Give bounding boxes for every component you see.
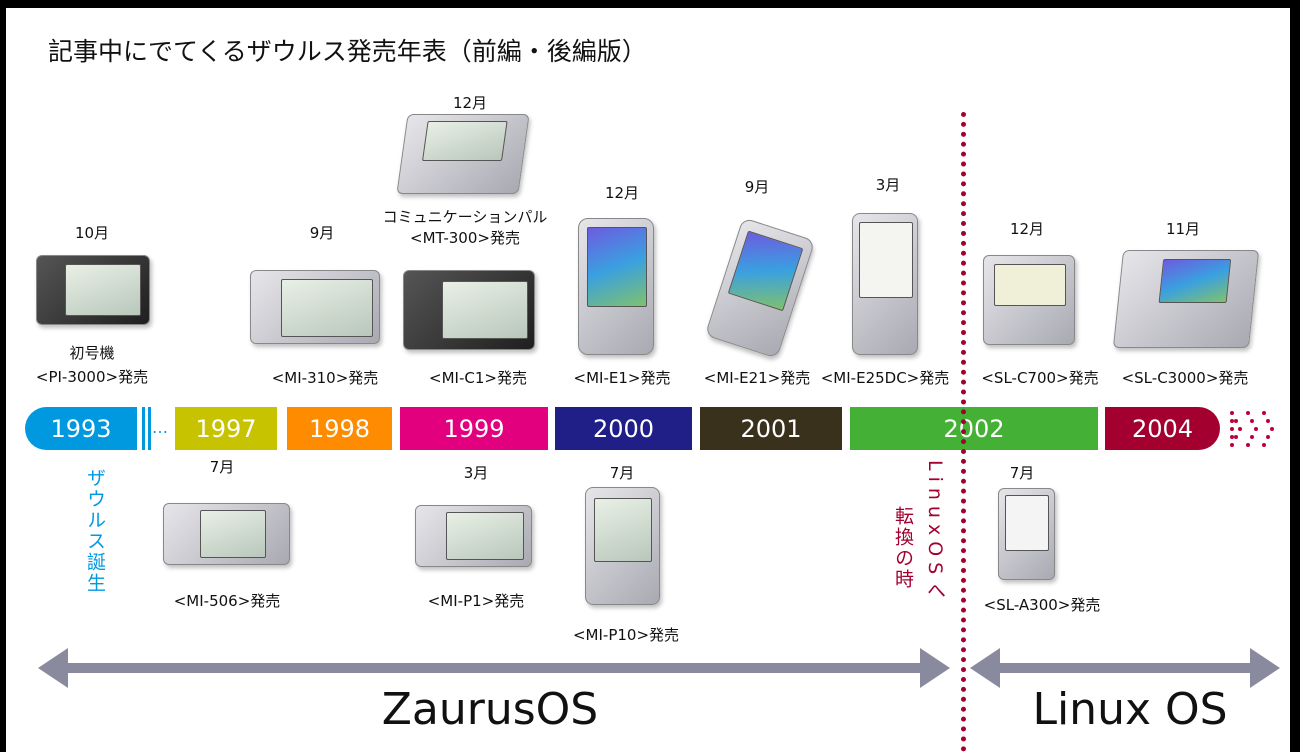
arrow-head-left [970, 648, 1000, 688]
device-image-sl-a300 [998, 488, 1055, 580]
month-label: 9月 [309, 224, 335, 242]
device-image-mi-c1 [403, 270, 535, 350]
zaurusos-era-arrow [60, 663, 920, 673]
product-label: <MI-E1>発売 [573, 369, 671, 387]
linux-switch-label: LinuxOSへ [924, 460, 946, 606]
product-label: <SL-C3000>発売 [1121, 369, 1249, 387]
product-label: <MI-P1>発売 [427, 592, 525, 610]
month-label: 7月 [609, 464, 635, 482]
device-image-mi-e21 [704, 217, 816, 359]
product-sub-label: 初号機 [69, 344, 115, 362]
linux-transition-line [961, 112, 966, 752]
month-label: 10月 [74, 224, 110, 242]
zaurusos-label: ZaurusOS [381, 684, 599, 735]
month-label: 12月 [452, 94, 488, 112]
year-label: 1993 [50, 414, 112, 443]
product-label: <MI-E21>発売 [703, 369, 811, 387]
year-label: 2000 [592, 414, 655, 443]
month-label: 7月 [1009, 464, 1035, 482]
product-sub-label: コミュニケーションパル [382, 208, 548, 226]
birth-label: ザウルス誕生 [84, 468, 106, 594]
product-label: <SL-A300>発売 [983, 596, 1101, 614]
product-label: <MI-E25DC>発売 [820, 369, 950, 387]
year-segment-2002: 2002 [850, 407, 1098, 450]
product-label: <MI-P10>発売 [572, 626, 680, 644]
year-label: 1999 [443, 414, 505, 443]
arrow-head-right [1250, 648, 1280, 688]
year-segment-1998: 1998 [287, 407, 392, 450]
product-label: <MI-506>発売 [173, 592, 281, 610]
device-image-mi-e1 [578, 218, 654, 355]
page-title: 記事中にでてくるザウルス発売年表（前編・後編版） [48, 37, 647, 66]
year-label: 1997 [195, 414, 257, 443]
year-label: 2001 [740, 414, 802, 443]
year-label: 1998 [308, 414, 371, 443]
device-image-mi-310 [250, 270, 380, 344]
device-image-pi-3000 [36, 255, 150, 325]
timeline-canvas: 記事中にでてくるザウルス発売年表（前編・後編版） 10月 初号機 <PI-300… [6, 8, 1290, 752]
arrow-head-right [920, 648, 950, 688]
break-line [148, 407, 151, 450]
year-label: 2004 [1131, 414, 1194, 443]
year-label: 2002 [943, 414, 1005, 443]
product-label: <SL-C700>発売 [981, 369, 1099, 387]
year-segment-1999: 1999 [400, 407, 548, 450]
device-image-mi-p1 [415, 505, 532, 567]
ellipsis: … [152, 418, 168, 437]
break-line [142, 407, 145, 450]
arrow-head-left [38, 648, 68, 688]
year-segment-1993: 1993 [25, 407, 137, 450]
month-label: 3月 [875, 176, 901, 194]
year-segment-1997: 1997 [175, 407, 277, 450]
device-image-mi-e25dc [852, 213, 918, 355]
year-segment-2000: 2000 [555, 407, 692, 450]
product-label: <PI-3000>発売 [35, 368, 149, 386]
year-segment-2004: 2004 [1105, 407, 1220, 450]
switch-time-label: 転換の時 [892, 506, 914, 590]
device-image-mi-p10 [585, 487, 660, 605]
product-label: <MT-300>発売 [410, 229, 520, 247]
device-image-sl-c3000 [1112, 250, 1260, 348]
product-label: <MI-C1>発売 [429, 369, 527, 387]
continue-arrows-icon [1230, 411, 1274, 447]
month-label: 11月 [1165, 220, 1201, 238]
linuxos-label: Linux OS [1032, 684, 1228, 735]
month-label: 9月 [744, 178, 770, 196]
product-label: <MI-310>発売 [271, 369, 379, 387]
month-label: 3月 [463, 464, 489, 482]
device-image-sl-c700 [983, 255, 1075, 345]
device-image-mi-506 [163, 503, 290, 565]
linuxos-era-arrow [996, 663, 1252, 673]
month-label: 12月 [1009, 220, 1045, 238]
month-label: 12月 [604, 184, 640, 202]
year-segment-2001: 2001 [700, 407, 842, 450]
month-label: 7月 [209, 458, 235, 476]
device-image-mt-300 [396, 114, 530, 194]
